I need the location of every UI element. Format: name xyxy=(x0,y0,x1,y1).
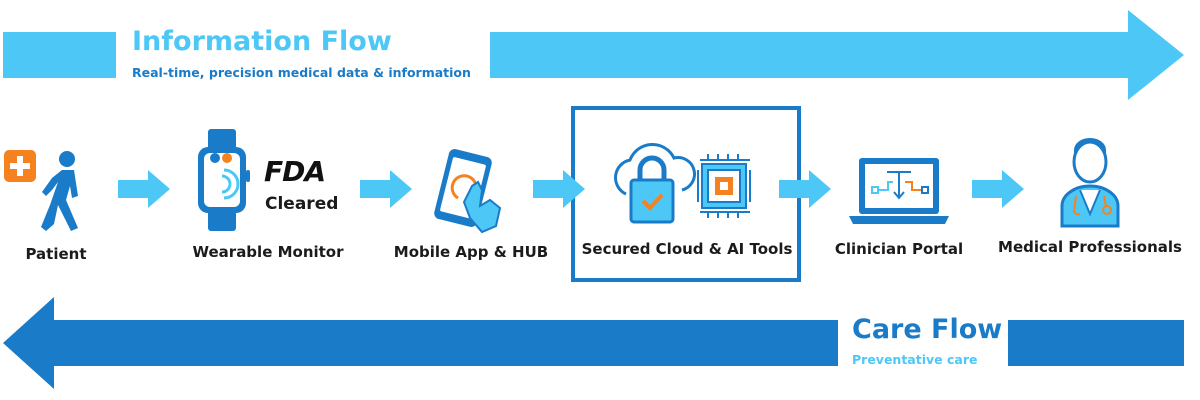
information-flow-subtitle: Real-time, precision medical data & info… xyxy=(132,65,471,80)
care-flow-title: Care Flow xyxy=(852,314,1003,345)
information-flow-arrow xyxy=(490,10,1184,100)
information-flow-title: Information Flow xyxy=(132,26,392,57)
step-label-clinician-portal: Clinician Portal xyxy=(834,240,964,258)
smartwatch-icon xyxy=(198,129,250,231)
care-flow-arrow xyxy=(3,297,838,389)
laptop-flowchart-icon xyxy=(849,158,949,224)
step-label-medical-professionals: Medical Professionals xyxy=(998,238,1182,256)
connector-arrow-1 xyxy=(118,170,170,208)
ai-chip-icon xyxy=(697,154,751,218)
fda-cleared-label: Cleared xyxy=(265,194,339,214)
information-flow-bar-left xyxy=(3,32,116,78)
step-label-patient: Patient xyxy=(25,245,87,263)
cloud-lock-chip-icon xyxy=(614,143,751,224)
connector-arrow-2 xyxy=(360,170,412,208)
smartphone-tap-icon xyxy=(434,149,502,234)
doctor-icon xyxy=(1060,138,1120,228)
connector-arrow-3 xyxy=(533,170,585,208)
connector-arrow-4 xyxy=(779,170,831,208)
medical-cross-icon xyxy=(4,150,36,182)
care-flow-subtitle: Preventative care xyxy=(852,352,978,367)
fda-logo: FDA xyxy=(264,155,326,188)
care-flow-bar-right xyxy=(1008,320,1184,366)
step-label-mobile-app: Mobile App & HUB xyxy=(393,243,549,261)
step-label-secured-cloud: Secured Cloud & AI Tools xyxy=(581,240,793,258)
step-label-wearable-monitor: Wearable Monitor xyxy=(192,243,344,261)
walking-person-icon xyxy=(41,151,78,231)
connector-arrow-5 xyxy=(972,170,1024,208)
